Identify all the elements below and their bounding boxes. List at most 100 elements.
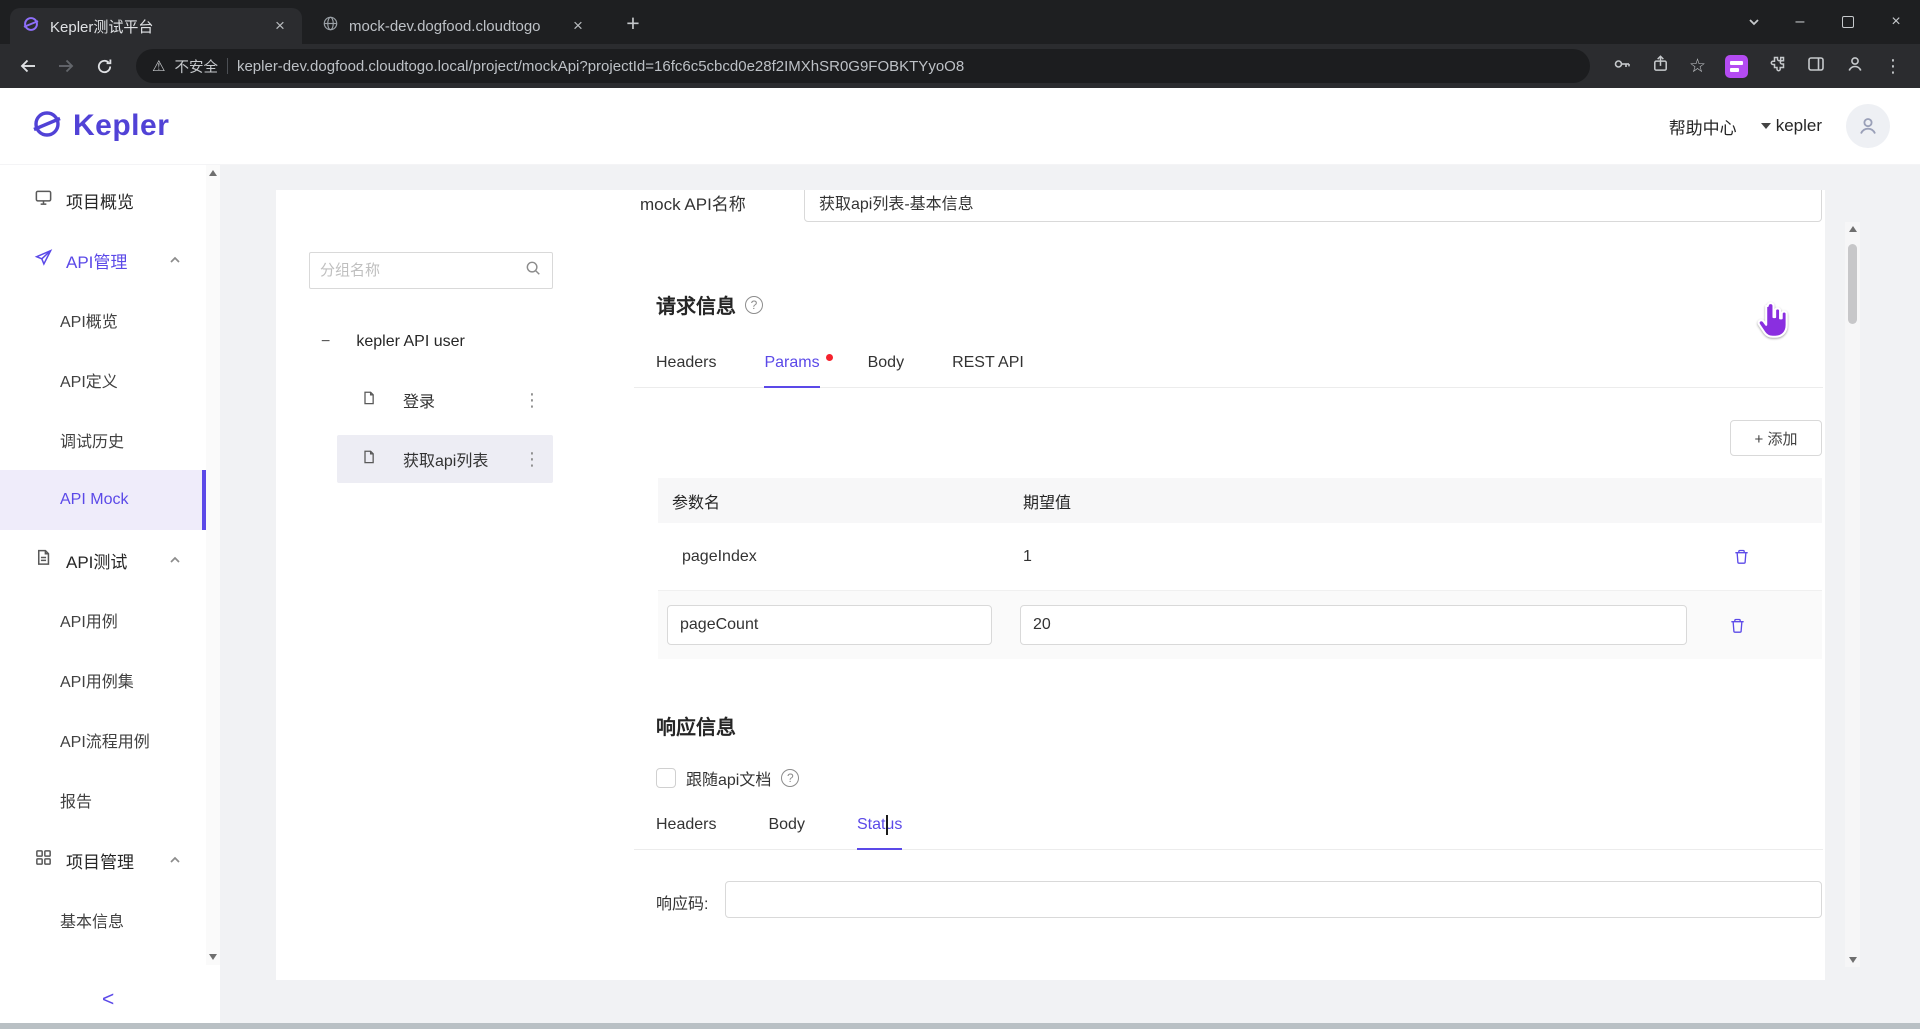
scroll-down-icon[interactable] <box>209 954 217 960</box>
tab-body[interactable]: Body <box>868 340 904 387</box>
sidebar-group-project-management[interactable]: 项目管理 <box>0 830 206 890</box>
tab-strip: Kepler测试平台 × mock-dev.dogfood.cloudtogo … <box>0 0 1920 44</box>
toolbar-icon-cluster: ☆ ⋮ <box>1604 54 1910 79</box>
sidebar-item-api-definition[interactable]: API定义 <box>0 350 206 410</box>
clipped-name-row: mock API名称 获取api列表-基本信息 <box>640 190 1822 228</box>
chevron-up-icon <box>168 853 182 867</box>
tab-search-chevron-icon[interactable] <box>1732 0 1776 44</box>
help-icon[interactable]: ? <box>745 295 763 314</box>
chevron-up-icon <box>168 253 182 267</box>
reload-icon[interactable] <box>86 48 122 84</box>
collapse-minus-icon[interactable]: − <box>321 333 331 350</box>
mock-name-label: mock API名称 <box>640 194 746 214</box>
tab-params[interactable]: Params <box>764 340 833 388</box>
sidebar-item-api-overview[interactable]: API概览 <box>0 290 206 350</box>
scroll-down-icon[interactable] <box>1848 957 1857 963</box>
tree-item-get-api-list[interactable]: 获取api列表 ⋮ <box>337 435 553 483</box>
browser-menu-icon[interactable]: ⋮ <box>1884 56 1902 76</box>
bookmark-star-icon[interactable]: ☆ <box>1688 55 1706 77</box>
sidebar-group-api-management[interactable]: API管理 <box>0 230 206 290</box>
back-icon[interactable] <box>10 48 46 84</box>
browser-tab-kepler[interactable]: Kepler测试平台 × <box>10 8 302 44</box>
delete-row-button[interactable] <box>1724 612 1750 638</box>
mock-api-panel: − kepler API user 登录 ⋮ 获取api列表 ⋮ mock AP… <box>276 190 1825 980</box>
more-menu-icon[interactable]: ⋮ <box>523 448 541 469</box>
sidebar-item-label: API用例集 <box>60 674 134 691</box>
section-title-text: 响应信息 <box>656 717 736 739</box>
profile-icon[interactable] <box>1845 54 1865 79</box>
group-search-box[interactable] <box>309 252 553 289</box>
sidebar-scrollbar[interactable] <box>206 165 220 965</box>
address-bar[interactable]: ⚠ 不安全 kepler-dev.dogfood.cloudtogo.local… <box>136 49 1590 83</box>
search-icon[interactable] <box>524 259 542 282</box>
tree-item-label: 登录 <box>403 394 436 411</box>
help-center-link[interactable]: 帮助中心 <box>1668 118 1737 138</box>
sidebar-group-api-test[interactable]: API测试 <box>0 530 206 590</box>
minimize-icon[interactable]: – <box>1795 13 1805 30</box>
sidebar-item-basic-info[interactable]: 基本信息 <box>0 890 206 950</box>
mock-name-value[interactable]: 获取api列表-基本信息 <box>804 190 1822 222</box>
sidebar-item-api-case[interactable]: API用例 <box>0 590 206 650</box>
password-key-icon[interactable] <box>1612 54 1632 79</box>
follow-api-doc-checkbox[interactable] <box>656 768 676 788</box>
delete-row-button[interactable] <box>1728 544 1754 570</box>
tab-headers[interactable]: Headers <box>656 340 716 387</box>
sidebar-item-label: 基本信息 <box>60 914 125 931</box>
scroll-up-icon[interactable] <box>1848 226 1857 232</box>
response-info-title: 响应信息 <box>656 711 736 740</box>
tree-group-kepler-api-user[interactable]: − kepler API user <box>321 318 465 366</box>
chevron-up-icon <box>168 553 182 567</box>
tab-title: mock-dev.dogfood.cloudtogo <box>349 17 541 35</box>
extensions-puzzle-icon[interactable] <box>1767 54 1787 79</box>
caret-down-icon <box>1760 123 1771 129</box>
window-close-icon[interactable]: × <box>1891 13 1901 30</box>
sidebar-item-api-flow-case[interactable]: API流程用例 <box>0 710 206 770</box>
avatar[interactable] <box>1846 104 1890 148</box>
monitor-icon <box>34 188 53 212</box>
param-name-input[interactable] <box>667 605 992 645</box>
forward-icon[interactable] <box>48 48 84 84</box>
tab-body[interactable]: Body <box>768 802 804 849</box>
collapse-sidebar-button[interactable]: < <box>102 988 115 1011</box>
window-bottom-edge <box>0 1023 1920 1029</box>
sidebar-item-project-overview[interactable]: 项目概览 <box>0 170 206 230</box>
browser-tab-mock-dev[interactable]: mock-dev.dogfood.cloudtogo × <box>310 8 600 44</box>
search-input[interactable] <box>320 262 524 279</box>
share-icon[interactable] <box>1651 54 1670 78</box>
new-tab-button[interactable]: + <box>626 10 640 36</box>
url-text: kepler-dev.dogfood.cloudtogo.local/proje… <box>236 57 965 75</box>
sidebar-item-debug-history[interactable]: 调试历史 <box>0 410 206 470</box>
table-row: pageIndex 1 <box>658 523 1822 591</box>
scrollbar-thumb[interactable] <box>1848 244 1857 324</box>
tab-label: Params <box>764 354 820 371</box>
tree-item-login[interactable]: 登录 ⋮ <box>337 376 553 424</box>
response-code-input[interactable] <box>725 881 1822 918</box>
maximize-icon[interactable] <box>1824 0 1872 44</box>
content-scrollbar[interactable] <box>1845 222 1860 967</box>
sidebar-item-label: API概览 <box>60 314 118 331</box>
params-table: 参数名 期望值 pageIndex 1 <box>658 478 1822 659</box>
sidebar-item-report[interactable]: 报告 <box>0 770 206 830</box>
tab-close-icon[interactable]: × <box>275 16 285 35</box>
user-menu[interactable]: kepler <box>1760 116 1822 136</box>
sidebar-item-api-mock[interactable]: API Mock <box>0 470 206 530</box>
param-value-input[interactable] <box>1020 605 1687 645</box>
tab-close-icon[interactable]: × <box>573 16 583 35</box>
test-doc-icon <box>34 548 53 572</box>
side-panel-icon[interactable] <box>1806 54 1826 79</box>
sidebar-item-label: API定义 <box>60 374 118 391</box>
sidebar-item-api-case-set[interactable]: API用例集 <box>0 650 206 710</box>
kepler-logo[interactable]: Kepler <box>30 107 169 146</box>
scroll-up-icon[interactable] <box>209 170 217 176</box>
tab-label: Headers <box>656 816 717 833</box>
required-dot <box>825 354 833 361</box>
tab-headers[interactable]: Headers <box>656 802 716 849</box>
tab-rest-api[interactable]: REST API <box>952 340 1024 387</box>
add-param-button[interactable]: + 添加 <box>1730 420 1822 456</box>
help-icon[interactable]: ? <box>781 769 800 787</box>
tab-label: Status <box>856 816 903 833</box>
more-menu-icon[interactable]: ⋮ <box>523 389 541 410</box>
extension-badge-icon[interactable] <box>1725 54 1748 78</box>
tab-status[interactable]: Status <box>856 802 903 850</box>
column-header-value: 期望值 <box>1023 494 1072 512</box>
